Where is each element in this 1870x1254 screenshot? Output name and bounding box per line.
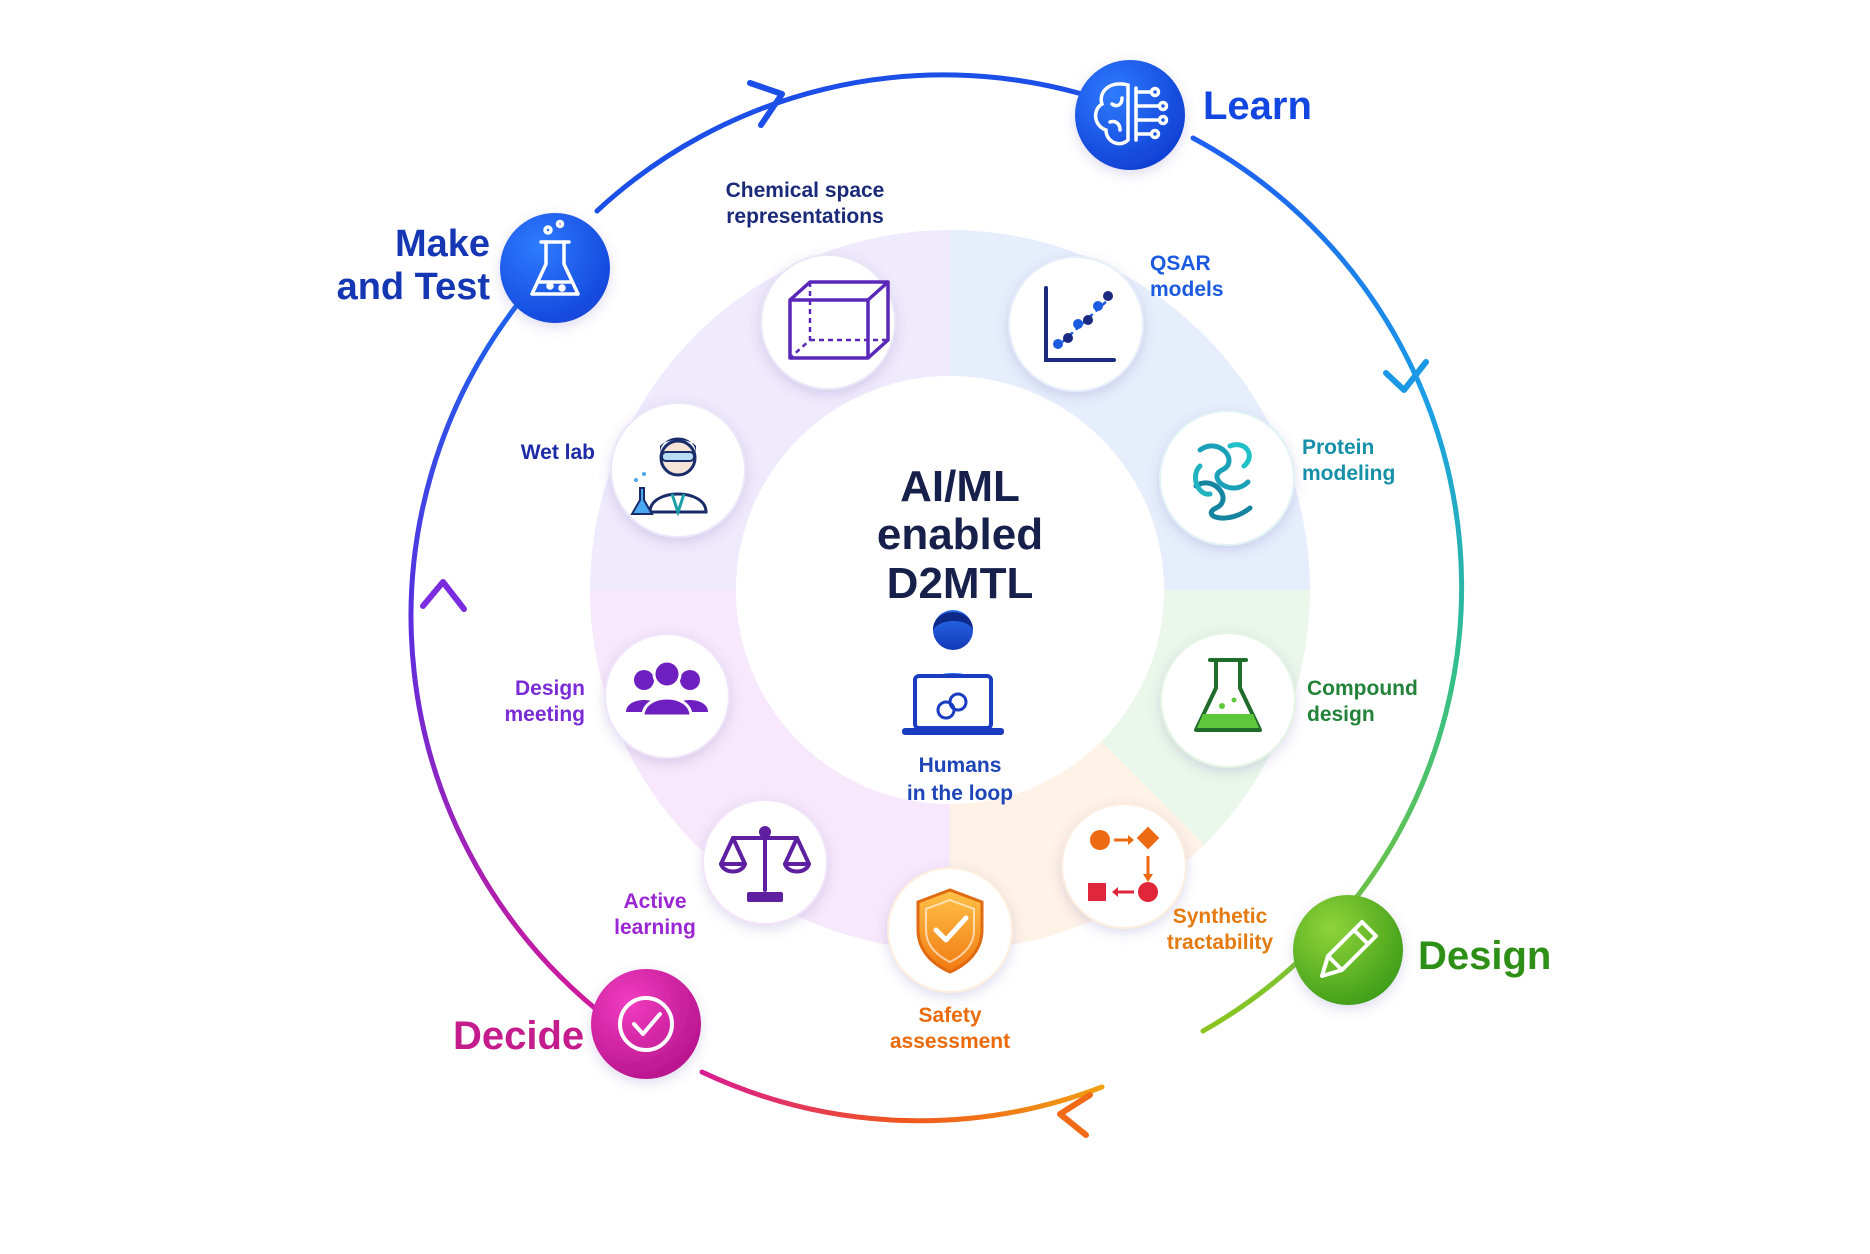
flask-icon	[530, 219, 580, 296]
make-test-node	[500, 213, 610, 323]
safety-label-line: assessment	[889, 1030, 1011, 1054]
design-node	[1293, 895, 1403, 1005]
shield-check-icon	[916, 888, 984, 974]
flowchart-icon	[1088, 826, 1160, 902]
active-learning-node	[702, 799, 828, 925]
safety-node	[887, 867, 1013, 993]
design-label: Design	[1418, 934, 1551, 979]
wet-lab-node	[610, 402, 746, 538]
compound-label-line: Compound	[1307, 677, 1418, 700]
active-learning-label-line: learning	[614, 916, 696, 940]
human-in-loop-icon	[902, 610, 1004, 735]
chemical-space-label-line: Chemical space	[725, 179, 885, 202]
learn-node	[1075, 60, 1185, 170]
make-test-label-line: and Test	[336, 265, 490, 308]
wet-lab-label: Wet lab	[505, 440, 595, 466]
design-meeting-label: Design meeting	[485, 676, 585, 729]
scatter-plot-icon	[1044, 286, 1116, 362]
learn-label: Learn	[1203, 84, 1312, 129]
qsar-node	[1008, 256, 1144, 392]
protein-icon	[1193, 442, 1253, 521]
center-title-line: AI/ML	[900, 462, 1020, 511]
compound-label: Compound design	[1307, 676, 1418, 729]
design-meeting-label-line: meeting	[504, 703, 585, 727]
learn-label-text: Learn	[1203, 84, 1312, 128]
synthetic-label-line: Synthetic	[1172, 905, 1268, 928]
wet-lab-label-line: Wet lab	[520, 441, 595, 464]
center-label-line: Humans	[918, 754, 1002, 777]
center-title-line: enabled	[876, 510, 1044, 560]
center-label: Humans in the loop	[855, 752, 1065, 807]
balance-scale-icon	[719, 826, 811, 902]
protein-label: Protein modeling	[1302, 435, 1395, 488]
green-flask-icon	[1194, 658, 1262, 732]
safety-label-line: Safety	[918, 1004, 982, 1027]
qsar-label: QSAR models	[1150, 251, 1224, 304]
scientist-icon	[630, 437, 708, 517]
safety-label: Safety assessment	[870, 1003, 1030, 1056]
cycle-arrowheads	[420, 80, 1429, 1138]
compound-node	[1160, 632, 1296, 768]
design-meeting-node	[604, 633, 730, 759]
synthetic-node	[1061, 803, 1187, 929]
chemical-space-label: Chemical space representations	[700, 178, 910, 231]
design-meeting-label-line: Design	[514, 677, 585, 700]
design-label-text: Design	[1418, 934, 1552, 978]
protein-label-line: Protein	[1302, 436, 1375, 459]
center-title-line: D2MTL	[886, 558, 1034, 608]
decide-node	[591, 969, 701, 1079]
synthetic-label-line: tractability	[1166, 931, 1274, 955]
active-learning-label-line: Active	[623, 890, 687, 913]
decide-label-text: Decide	[453, 1014, 585, 1058]
center-label-line: in the loop	[906, 781, 1014, 805]
compound-label-line: design	[1307, 703, 1375, 727]
check-circle-icon	[618, 996, 674, 1052]
decide-label: Decide	[453, 1014, 584, 1059]
active-learning-label: Active learning	[600, 889, 710, 942]
chemical-space-label-line: representations	[726, 205, 884, 229]
make-test-label: Make and Test	[320, 223, 490, 308]
make-test-label-line: Make	[394, 223, 490, 265]
cube-icon	[788, 280, 890, 360]
qsar-label-line: QSAR	[1150, 252, 1211, 275]
qsar-label-line: models	[1150, 278, 1224, 302]
chemical-space-node	[760, 254, 896, 390]
brain-icon	[1093, 82, 1169, 146]
center-title: AI/ML enabled D2MTL	[805, 462, 1115, 608]
protein-label-line: modeling	[1302, 462, 1396, 486]
protein-node	[1159, 410, 1295, 546]
pencil-icon	[1320, 920, 1378, 978]
team-icon	[626, 659, 708, 718]
synthetic-label: Synthetic tractability	[1150, 904, 1290, 957]
